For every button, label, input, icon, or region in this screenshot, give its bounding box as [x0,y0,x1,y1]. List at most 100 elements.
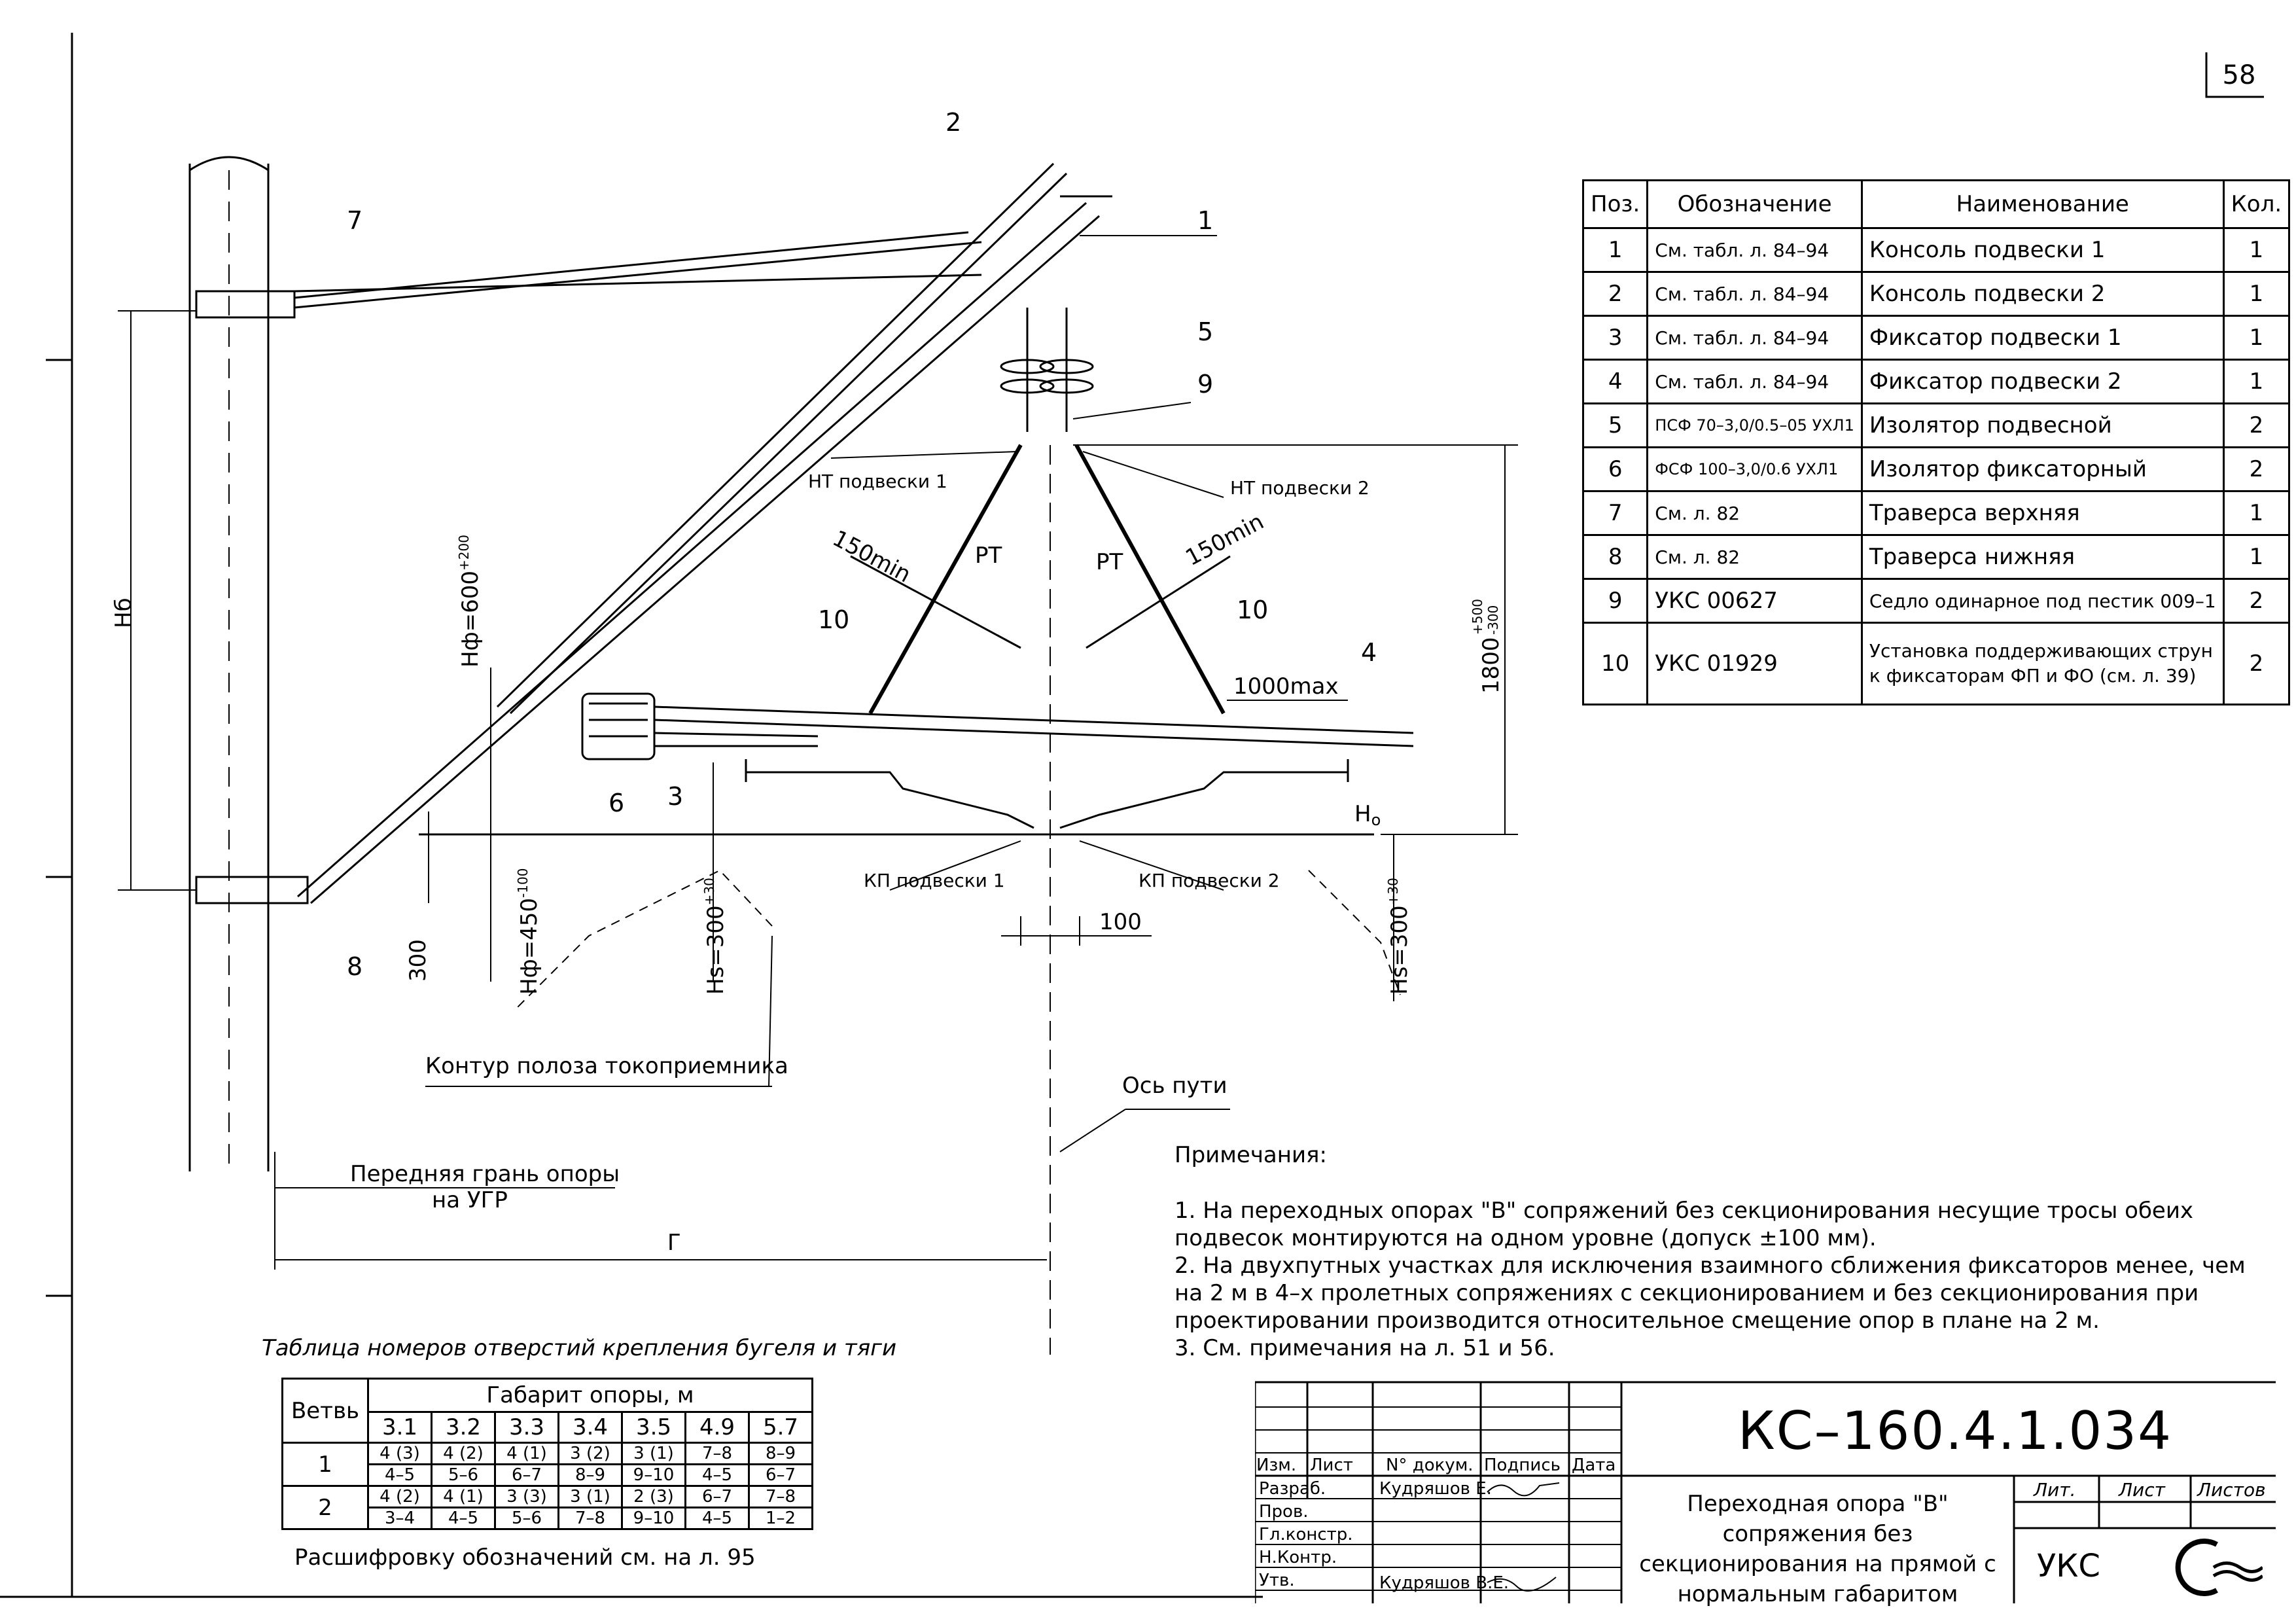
callout-1: 1 [1197,206,1213,235]
label-kp2: КП подвески 2 [1139,870,1280,891]
h0-sub: о [1371,811,1381,829]
role-chief: Гл.констр. [1259,1525,1353,1544]
callout-7: 7 [347,206,362,235]
hole-cell: 7–8 [748,1485,813,1508]
hole-cell: 3 (2) [557,1442,623,1465]
spec-code: ПСФ 70–3,0/0.5–05 УХЛ1 [1646,402,1863,448]
label-nt1: НТ подвески 1 [808,471,947,492]
spec-pos: 7 [1581,490,1649,536]
spec-code: См. л. 82 [1646,490,1863,536]
hf600-main: Нф=600 [457,571,484,668]
label-150min-right: 150min [1181,508,1268,571]
spec-code: См. табл. л. 84–94 [1646,359,1863,404]
gauge-cell: 3.5 [621,1411,686,1444]
spec-qty: 1 [2222,534,2291,580]
hole-cell: 6–7 [494,1463,559,1487]
role-developer: Разраб. [1259,1479,1326,1499]
hole-cell: 5–6 [494,1507,559,1530]
spec-qty: 1 [2222,271,2291,317]
hs300-left-sup: +30 [701,878,717,905]
holes-row: 1 4 (3) 4 (2) 4 (1) 3 (2) 3 (1) 7–8 8–9 [281,1442,813,1487]
hole-cell: 4–5 [684,1507,750,1530]
hole-cell: 4–5 [684,1463,750,1487]
label-kp1: КП подвески 1 [864,870,1005,891]
hole-cell: 3 (1) [621,1442,686,1465]
spec-pos: 1 [1581,227,1649,273]
hole-cell: 6–7 [748,1463,813,1487]
hole-cell: 4–5 [431,1507,496,1530]
notes-heading: Примечания: [1174,1142,1327,1168]
gauge-cell: 4.9 [684,1411,750,1444]
holes-row: 4–5 5–6 6–7 8–9 9–10 4–5 6–7 [283,1463,813,1487]
holes-row: 3–4 4–5 5–6 7–8 9–10 4–5 1–2 [283,1507,813,1530]
hole-cell: 3 (3) [494,1485,559,1508]
branch-cell: 1 [281,1442,369,1487]
spec-qty: 2 [2222,578,2291,624]
role-checker: Пров. [1259,1502,1309,1522]
spec-code: См. л. 82 [1646,534,1863,580]
callout-2: 2 [945,108,961,137]
hole-cell: 4 (1) [494,1442,559,1465]
callout-3: 3 [667,782,683,811]
spec-name: Консоль подвески 1 [1860,227,2225,273]
dim1800-sub: -300 [1485,605,1501,635]
spec-header-row: Поз. Обозначение Наименование Кол. [1581,179,2291,229]
developer-signature [1487,1482,1560,1497]
label-hf600: Нф=600+200 [456,535,484,668]
holes-group-header: Габарит опоры, м [367,1378,813,1413]
spec-code: УКС 00627 [1646,578,1863,624]
dim1800-sup: +500 [1470,599,1485,635]
label-hs300-left: Hs=300+30 [701,878,729,995]
label-1800-tol: +500-300 [1470,599,1501,635]
spec-pos: 5 [1581,402,1649,448]
spec-qty: 2 [2222,402,2291,448]
hole-cell: 4 (3) [367,1442,433,1465]
spec-qty: 2 [2222,622,2291,705]
spec-pos: 6 [1581,446,1649,492]
title-header-date: Дата [1572,1455,1616,1475]
hole-cell: 3 (1) [557,1485,623,1508]
label-hs300-right: Hs=300+30 [1385,878,1413,995]
hf450-sup: -100 [515,868,531,898]
label-pt-right: РТ [1096,549,1123,575]
holes-row: 2 4 (2) 4 (1) 3 (3) 3 (1) 2 (3) 6–7 7–8 [281,1485,813,1530]
label-axis: Ось пути [1122,1073,1227,1099]
note-line: 1. На переходных опорах "В" сопряжений б… [1174,1198,2194,1224]
hole-cell: 8–9 [557,1463,623,1487]
label-150min-left: 150min [828,526,915,588]
note-line: на 2 м в 4–х пролетных сопряжениях с сек… [1174,1280,2199,1306]
callout-10a: 10 [818,605,849,634]
spec-pos: 8 [1581,534,1649,580]
label-gauge: Г [667,1230,681,1256]
label-front-face-1: Передняя грань опоры [350,1161,620,1187]
sheet-number: 58 [2222,60,2256,90]
hole-cell: 7–8 [684,1442,750,1465]
title-block-frame [1255,1381,2276,1603]
label-100: 100 [1099,909,1142,935]
callout-9: 9 [1197,370,1213,399]
sheet-label: Лист [2119,1479,2165,1501]
spec-pos: 2 [1581,271,1649,317]
spec-code: УКС 01929 [1646,622,1863,705]
sheets-label: Листов [2197,1479,2266,1501]
company-logo [2175,1539,2263,1596]
drawing-title: Переходная опора "В" сопряжения без секц… [1639,1491,1996,1607]
spec-qty: 1 [2222,227,2291,273]
hf600-sup: +200 [456,535,472,571]
title-header-list: Лист [1310,1455,1353,1475]
hs300-right-sup: +30 [1385,878,1401,905]
note-line: 3. См. примечания на л. 51 и 56. [1174,1335,1555,1361]
hole-cell: 4 (1) [431,1485,496,1508]
spec-header-code: Обозначение [1646,179,1863,229]
gauge-cell: 3.2 [431,1411,496,1444]
label-contour: Контур полоза токоприемника [425,1053,788,1079]
organization: УКС [2037,1548,2100,1584]
